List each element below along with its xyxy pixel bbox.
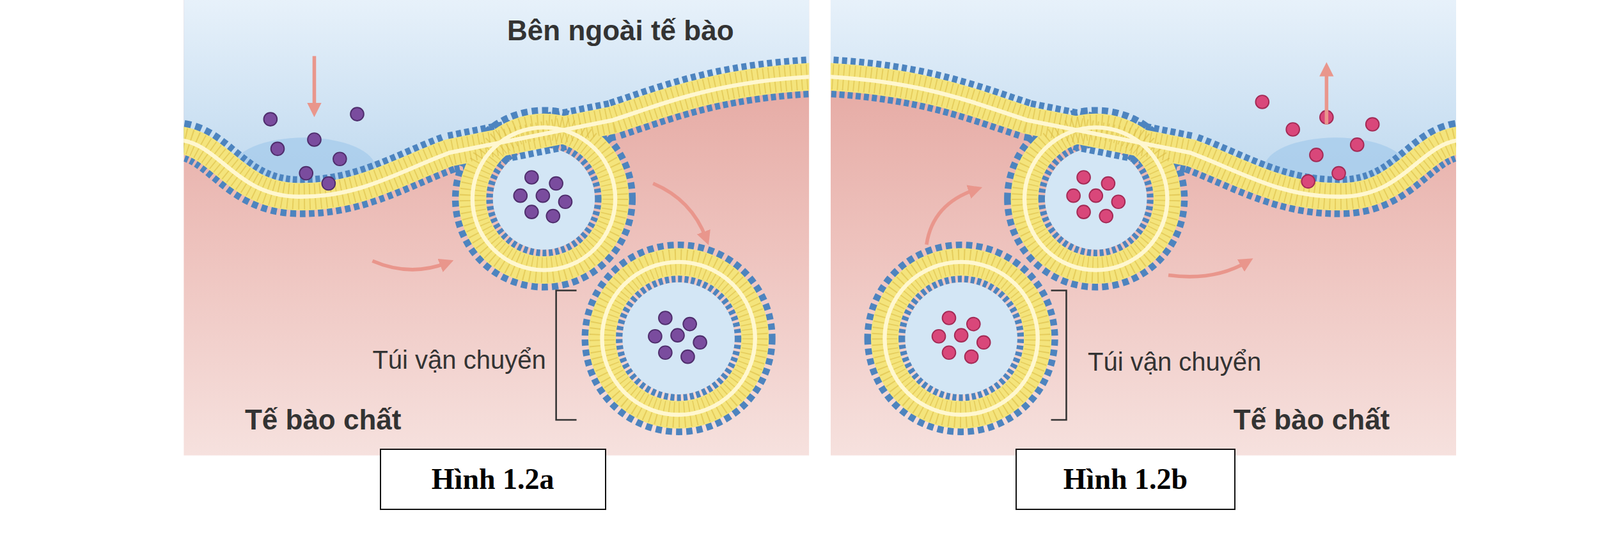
region-label: Tế bào chất [244,404,402,437]
panel-illustration [823,0,1467,456]
flow-arrows [313,56,1327,277]
figure-caption-box: Hình 1.2b [1015,448,1235,511]
particles-out [932,95,1380,364]
label-bracket [556,290,1067,421]
panel-illustration [183,0,809,456]
vesicle-label: Túi vận chuyển [372,345,546,375]
region-label: Tế bào chất [1233,404,1391,437]
vesicle-label: Túi vận chuyển [1087,347,1262,377]
figure-caption: Hình 1.2b [1063,462,1188,497]
figure-caption-box: Hình 1.2a [379,448,607,511]
particles-in [263,107,707,364]
figure-caption: Hình 1.2a [431,462,555,497]
region-label: Bên ngoài tế bào [507,14,734,48]
